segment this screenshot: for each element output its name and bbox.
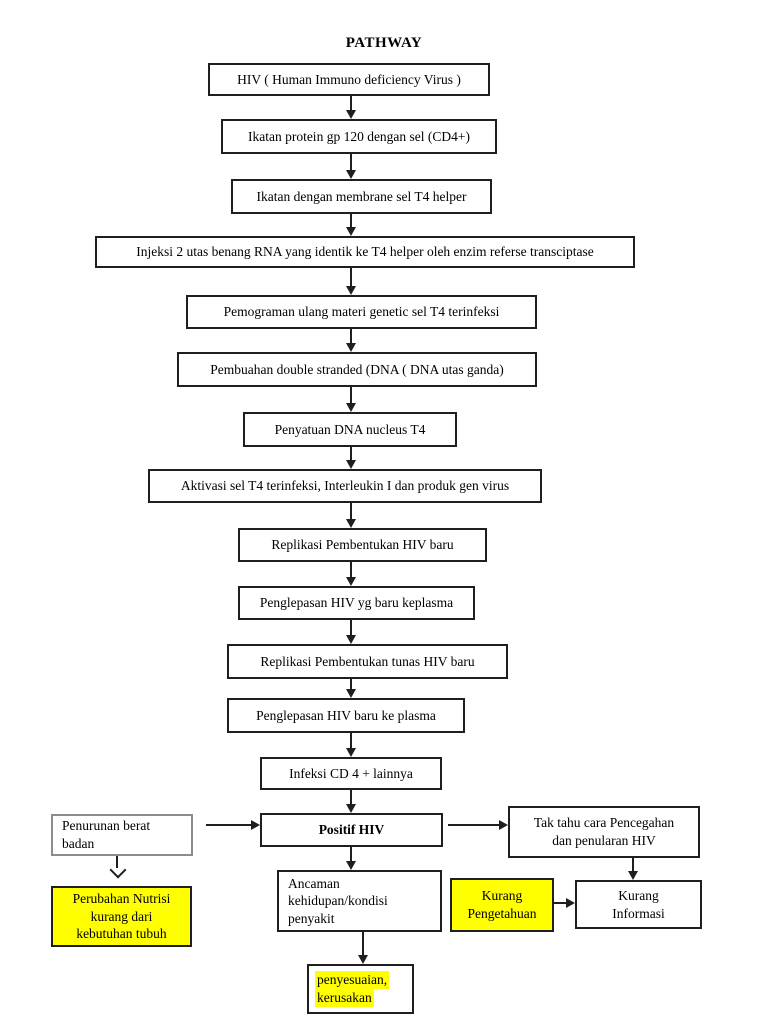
flow-box-penyatuan-label: Penyatuan DNA nucleus T4 (274, 421, 426, 437)
connector-line-14 (350, 847, 352, 863)
flow-box-replikasi-tunas-label: Replikasi Pembentukan tunas HIV baru (260, 653, 475, 669)
arrow-down-5 (346, 343, 356, 352)
flow-box-ikatan-membrane-label: Ikatan dengan membrane sel T4 helper (256, 188, 467, 204)
flow-box-penyatuan: Penyatuan DNA nucleus T4 (243, 412, 457, 447)
flow-box-infeksi-cd4: Infeksi CD 4 + lainnya (260, 757, 442, 790)
perubahan-line-2: kurang dari (90, 908, 153, 924)
arrow-down-3 (346, 227, 356, 236)
flow-box-positif-hiv-label: Positif HIV (318, 822, 385, 838)
connector-line-7 (350, 447, 352, 462)
flow-box-perubahan-nutrisi: Perubahan Nutrisi kurang dari kebutuhan … (51, 886, 192, 947)
ancaman-line-2: kehidupan/kondisi (288, 893, 388, 909)
page-title: PATHWAY (345, 35, 423, 51)
connector-line-9 (350, 562, 352, 579)
connector-line-15 (362, 932, 364, 957)
flow-box-hiv: HIV ( Human Immuno deficiency Virus ) (208, 63, 490, 96)
connector-line-2 (350, 154, 352, 172)
flow-box-penyesuaian: penyesuaian, kerusakan (307, 964, 414, 1014)
flow-box-pembuahan-label: Pembuahan double stranded (DNA ( DNA uta… (210, 361, 504, 377)
flow-box-penglepasan-plasma: Penglepasan HIV baru ke plasma (227, 698, 465, 733)
kurang-informasi-line-2: Informasi (612, 905, 665, 921)
flow-box-ikatan-gp120: Ikatan protein gp 120 dengan sel (CD4+) (221, 119, 497, 154)
arrow-right-2 (499, 820, 508, 830)
flow-box-aktivasi-label: Aktivasi sel T4 terinfeksi, Interleukin … (180, 478, 510, 494)
flow-box-kurang-informasi: Kurang Informasi (575, 880, 702, 929)
flow-box-injeksi-rna-label: Injeksi 2 utas benang RNA yang identik k… (136, 244, 594, 260)
penyesuaian-line-2: kerusakan (315, 989, 374, 1007)
connector-line-16 (632, 858, 634, 873)
tak-tahu-line-2: dan penularan HIV (552, 833, 656, 848)
flow-box-ikatan-membrane: Ikatan dengan membrane sel T4 helper (231, 179, 492, 214)
connector-line-17 (116, 856, 118, 868)
flow-box-infeksi-cd4-label: Infeksi CD 4 + lainnya (289, 765, 413, 781)
ancaman-line-3: penyakit (288, 910, 335, 926)
connector-line-10 (350, 620, 352, 637)
perubahan-line-3: kebutuhan tubuh (76, 926, 167, 942)
flow-box-replikasi-hiv-label: Replikasi Pembentukan HIV baru (271, 537, 454, 553)
connector-line-4 (350, 268, 352, 288)
connector-line-6 (350, 387, 352, 405)
arrow-down-9 (346, 577, 356, 586)
perubahan-line-1: Perubahan Nutrisi (72, 891, 171, 907)
connector-line-13 (350, 790, 352, 806)
arrow-down-4 (346, 286, 356, 295)
flow-box-replikasi-hiv: Replikasi Pembentukan HIV baru (238, 528, 487, 562)
flow-box-positif-hiv: Positif HIV (260, 813, 443, 847)
arrow-down-12 (346, 748, 356, 757)
connector-line-18 (206, 824, 252, 826)
flow-box-penurunan-berat: Penurunan berat badan (51, 814, 193, 856)
flow-box-kurang-pengetahuan: Kurang Pengetahuan (450, 878, 554, 932)
flow-box-hiv-label: HIV ( Human Immuno deficiency Virus ) (237, 71, 461, 87)
flow-box-tak-tahu: Tak tahu cara Pencegahan dan penularan H… (508, 806, 700, 858)
connector-line-19 (448, 824, 499, 826)
arrow-down-14 (346, 861, 356, 870)
arrow-down-7 (346, 460, 356, 469)
connector-line-11 (350, 679, 352, 691)
flow-box-aktivasi: Aktivasi sel T4 terinfeksi, Interleukin … (148, 469, 542, 503)
penurunan-line-1: Penurunan berat (62, 818, 151, 834)
arrow-down-15 (358, 955, 368, 964)
tak-tahu-line-1: Tak tahu cara Pencegahan (533, 815, 675, 831)
connector-line-12 (350, 733, 352, 750)
connector-line-3 (350, 214, 352, 229)
flow-box-pemograman: Pemograman ulang materi genetic sel T4 t… (186, 295, 537, 329)
flow-box-pembuahan: Pembuahan double stranded (DNA ( DNA uta… (177, 352, 537, 387)
penurunan-line-2: badan (62, 836, 95, 851)
connector-line-20 (554, 902, 567, 904)
connector-line-1 (350, 96, 352, 112)
arrow-right-1 (251, 820, 260, 830)
flow-box-replikasi-tunas: Replikasi Pembentukan tunas HIV baru (227, 644, 508, 679)
penyesuaian-line-1: penyesuaian, (315, 971, 390, 989)
arrow-down-10 (346, 635, 356, 644)
arrow-down-16 (628, 871, 638, 880)
kurang-informasi-line-1: Kurang (618, 887, 659, 903)
connector-line-5 (350, 329, 352, 345)
arrow-right-3 (566, 898, 575, 908)
kurang-pengetahuan-line-2: Pengetahuan (467, 906, 537, 921)
flow-box-injeksi-rna: Injeksi 2 utas benang RNA yang identik k… (95, 236, 635, 268)
arrow-down-8 (346, 519, 356, 528)
arrow-down-6 (346, 403, 356, 412)
arrow-down-13 (346, 804, 356, 813)
flow-box-penglepasan-keplasma: Penglepasan HIV yg baru keplasma (238, 586, 475, 620)
flow-box-penglepasan-plasma-label: Penglepasan HIV baru ke plasma (256, 707, 436, 723)
arrow-down-11 (346, 689, 356, 698)
kurang-pengetahuan-line-1: Kurang (481, 888, 523, 904)
ancaman-line-1: Ancaman (288, 875, 340, 891)
flow-box-ancaman: Ancaman kehidupan/kondisi penyakit (277, 870, 442, 932)
connector-line-8 (350, 503, 352, 521)
open-arrow-down-icon (109, 861, 127, 879)
flow-box-ikatan-gp120-label: Ikatan protein gp 120 dengan sel (CD4+) (247, 128, 471, 144)
flow-box-pemograman-label: Pemograman ulang materi genetic sel T4 t… (223, 304, 500, 320)
arrow-down-2 (346, 170, 356, 179)
arrow-down-1 (346, 110, 356, 119)
flow-box-penglepasan-keplasma-label: Penglepasan HIV yg baru keplasma (259, 595, 454, 611)
